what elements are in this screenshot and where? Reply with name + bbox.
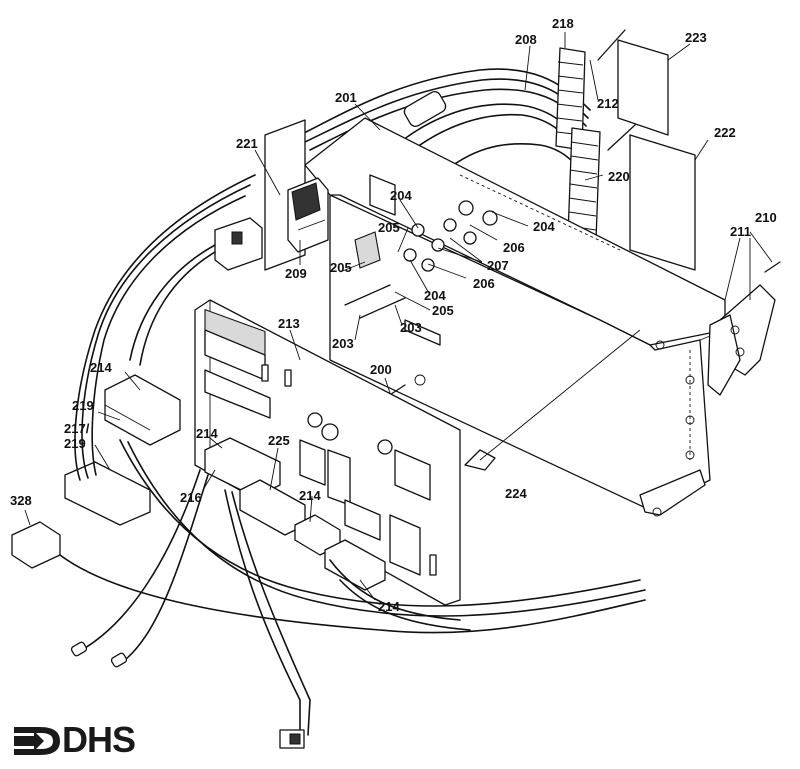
arrow-logo-icon <box>14 727 60 755</box>
label-206b: 206 <box>473 276 495 291</box>
cover-plate-222 <box>629 134 696 271</box>
label-200: 200 <box>370 362 392 377</box>
label-217: 217/ <box>64 421 90 436</box>
cover-plate-223 <box>617 39 669 136</box>
label-219a: 219 <box>72 398 94 413</box>
bracket-211 <box>707 284 776 396</box>
dhs-logo: DHS <box>62 719 136 760</box>
label-210: 210 <box>755 210 777 225</box>
screw-210 <box>764 261 781 273</box>
label-211: 211 <box>730 224 751 239</box>
label-214a: 214 <box>90 360 112 375</box>
front-wire-harness <box>59 174 646 749</box>
label-223: 223 <box>685 30 707 45</box>
label-205a: 205 <box>378 220 400 235</box>
switch-209 <box>287 177 329 253</box>
screw-203a <box>344 284 391 306</box>
label-224: 224 <box>505 486 527 501</box>
label-204b: 204 <box>533 219 555 234</box>
label-203b: 203 <box>332 336 354 351</box>
grommet <box>403 91 447 127</box>
connector-328 <box>11 521 61 569</box>
label-214c: 214 <box>299 488 321 503</box>
terminal-block-218 <box>555 47 586 151</box>
label-205c: 205 <box>432 303 454 318</box>
label-204a: 204 <box>390 188 412 203</box>
label-216: 216 <box>180 490 202 505</box>
label-221: 221 <box>236 136 258 151</box>
label-209: 209 <box>285 266 307 281</box>
screw-212 <box>597 29 626 61</box>
label-201: 201 <box>335 90 357 105</box>
circuit-board-213 <box>194 299 461 606</box>
label-219b: 219 <box>64 436 86 451</box>
chassis-201 <box>304 117 726 517</box>
leader-lines <box>24 32 773 601</box>
part-labels: 218 208 223 212 201 222 221 220 204 210 … <box>10 16 777 614</box>
label-222: 222 <box>714 125 736 140</box>
label-204c: 204 <box>424 288 446 303</box>
connector-217-219 <box>64 461 151 526</box>
label-213: 213 <box>278 316 300 331</box>
label-207: 207 <box>487 258 509 273</box>
screw-212b <box>607 124 636 151</box>
cable-tie-224 <box>464 329 641 471</box>
label-214b: 214 <box>196 426 218 441</box>
label-203a: 203 <box>400 320 422 335</box>
connector-block-left <box>214 217 263 271</box>
label-212: 212 <box>597 96 619 111</box>
label-205b: 205 <box>330 260 352 275</box>
label-225: 225 <box>268 433 290 448</box>
connector-214a <box>104 374 181 446</box>
label-214d: 214 <box>378 599 400 614</box>
screw-203b <box>359 297 406 319</box>
label-328: 328 <box>10 493 32 508</box>
label-218: 218 <box>552 16 574 31</box>
label-220: 220 <box>608 169 630 184</box>
label-206a: 206 <box>503 240 525 255</box>
relay <box>299 439 326 486</box>
connector-214d <box>324 539 386 591</box>
label-208: 208 <box>515 32 537 47</box>
